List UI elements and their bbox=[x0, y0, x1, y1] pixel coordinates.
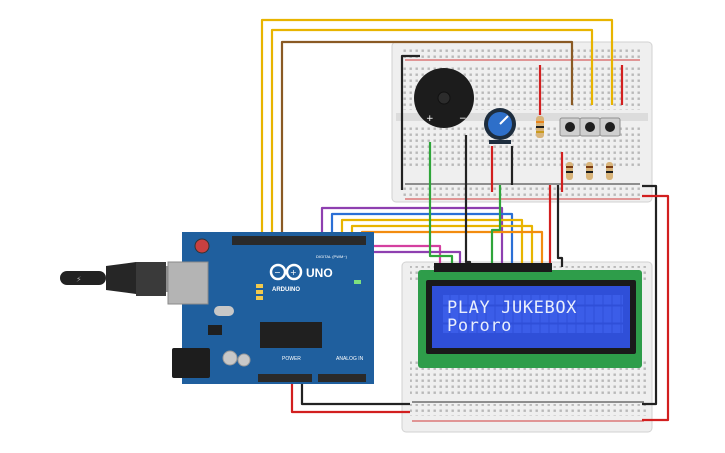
lcd-line-1: PLAY JUKEBOX bbox=[447, 298, 577, 318]
arduino-uno-board: DIGITAL (PWM~) − + UNO ARDUINO POWER ANA… bbox=[167, 232, 374, 384]
wire-yellow-1 bbox=[260, 18, 614, 238]
wires-top bbox=[260, 18, 614, 238]
resistor-4 bbox=[606, 162, 613, 180]
resistor-2 bbox=[566, 162, 573, 180]
digital-label: DIGITAL (PWM~) bbox=[316, 254, 348, 259]
wire-brown bbox=[280, 40, 574, 238]
reset-button[interactable] bbox=[194, 238, 210, 254]
svg-text:+: + bbox=[426, 114, 434, 124]
arduino-logo: − + bbox=[269, 263, 303, 281]
resistor-1 bbox=[536, 116, 544, 138]
svg-text:+: + bbox=[290, 268, 297, 277]
digital-header bbox=[232, 236, 366, 245]
analog-label: ANALOG IN bbox=[336, 356, 364, 362]
lcd-line-2: Pororo bbox=[447, 316, 512, 336]
pushbutton-2[interactable] bbox=[579, 117, 601, 137]
wire-yellow-2 bbox=[270, 28, 594, 238]
svg-text:−: − bbox=[459, 114, 467, 124]
power-label: POWER bbox=[282, 356, 301, 362]
resistor-3 bbox=[586, 162, 593, 180]
capacitor-2 bbox=[237, 353, 251, 367]
board-model: UNO bbox=[306, 266, 333, 280]
wire-black-gnd bbox=[400, 54, 420, 190]
potentiometer[interactable] bbox=[484, 108, 516, 144]
board-brand: ARDUINO bbox=[272, 287, 300, 293]
pushbutton-3[interactable] bbox=[599, 117, 621, 137]
lcd-module: PLAY JUKEBOX Pororo bbox=[418, 263, 642, 368]
wires-breadboard-vertical bbox=[428, 65, 624, 192]
capacitor-1 bbox=[222, 350, 238, 366]
pushbutton-1[interactable] bbox=[559, 117, 581, 137]
lcd-pin-header bbox=[434, 263, 552, 272]
svg-text:⚡: ⚡ bbox=[76, 275, 82, 284]
svg-text:−: − bbox=[274, 268, 281, 277]
piezo-buzzer: + − bbox=[414, 68, 474, 128]
